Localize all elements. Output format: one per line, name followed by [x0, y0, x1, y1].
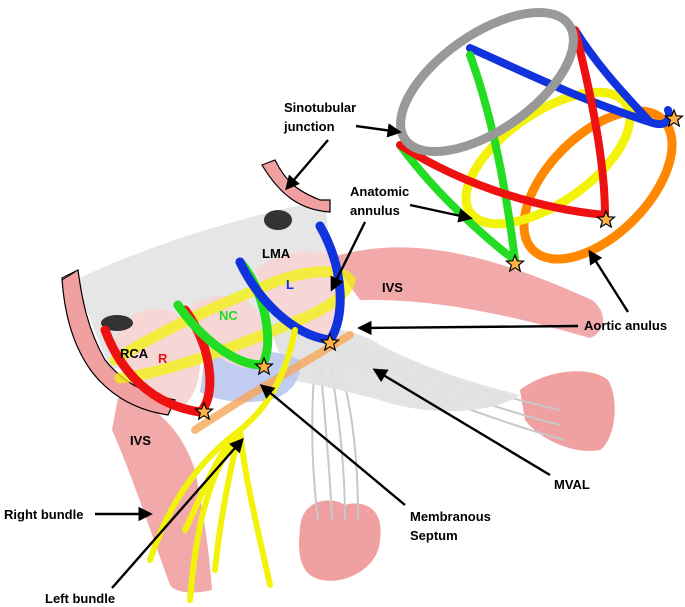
- arrow-membranous: [259, 384, 406, 506]
- arrow-anatomic-down: [330, 221, 367, 292]
- arrow-aortic-annulus-left: [357, 320, 579, 336]
- label-aortic-annulus: Aortic anulus: [584, 318, 667, 333]
- schematic-gray-ring: [396, 7, 578, 157]
- ivs-label-left: IVS: [130, 433, 151, 448]
- arrow-left-bundle: [111, 437, 244, 589]
- ivs-muscle-right: [330, 247, 604, 338]
- hinge-point-stars-right: [504, 108, 685, 273]
- star-icon: [253, 356, 275, 376]
- right-sinus: [115, 308, 201, 406]
- label-mval: MVAL: [554, 477, 590, 492]
- crown-schematic: [396, 7, 685, 273]
- star-icon: [663, 108, 685, 128]
- label-membranous-line1: Membranous: [410, 509, 491, 524]
- cusp-label-rca: RCA: [120, 346, 149, 361]
- arrow-aortic-annulus-up: [588, 249, 630, 313]
- ivs-muscle-left: [112, 398, 212, 593]
- label-anatomic-line2: annulus: [350, 203, 400, 218]
- lma-ostium: [264, 210, 292, 230]
- star-icon: [595, 209, 617, 229]
- mitral-muscle-lump: [520, 371, 615, 451]
- arrow-mval: [372, 368, 551, 477]
- label-anatomic-line1: Anatomic: [350, 184, 409, 199]
- rca-ostium: [101, 315, 133, 331]
- arrow-sinotubular-right: [355, 123, 402, 138]
- ivs-label-right: IVS: [382, 280, 403, 295]
- star-icon: [504, 253, 526, 273]
- star-icon: [193, 401, 215, 421]
- papillary-muscle: [299, 500, 381, 581]
- mitral-anterior-leaflet: [270, 325, 520, 412]
- schematic-blue-line: [466, 44, 673, 129]
- star-icon: [319, 332, 341, 352]
- cusp-label-l: L: [286, 277, 294, 292]
- cusp-label-nc: NC: [219, 308, 238, 323]
- cusp-label-lma: LMA: [262, 246, 291, 261]
- label-sinotubular-line1: Sinotubular: [284, 100, 356, 115]
- label-sinotubular-line2: junction: [283, 119, 335, 134]
- label-membranous-line2: Septum: [410, 528, 458, 543]
- label-right-bundle: Right bundle: [4, 507, 83, 522]
- arrow-sinotubular-down: [285, 139, 329, 191]
- aortic-tube-top-wall: [261, 159, 331, 213]
- arrow-anatomic-right: [409, 203, 473, 223]
- cusp-label-r: R: [158, 351, 168, 366]
- label-left-bundle: Left bundle: [45, 591, 115, 606]
- hinge-point-stars-left: [193, 332, 341, 421]
